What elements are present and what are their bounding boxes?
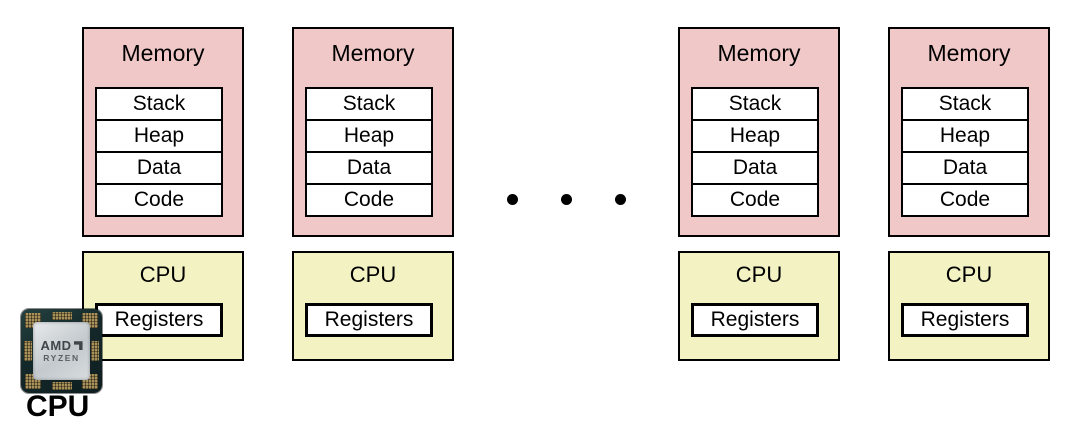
ellipsis-dot: [560, 194, 572, 205]
ellipsis-dot: [614, 194, 626, 205]
memory-block: Memory Stack Heap Data Code: [678, 27, 840, 237]
amd-brand-text: AMD: [40, 338, 72, 354]
chip-contact-pad: [51, 312, 72, 320]
chip-contact-pad: [91, 341, 99, 361]
memory-segment-data: Data: [95, 151, 223, 185]
cpu-title: CPU: [349, 262, 397, 287]
memory-segment-stack: Stack: [305, 87, 433, 121]
memory-segment-code: Code: [901, 183, 1029, 217]
ryzen-label: RYZEN: [43, 353, 80, 364]
memory-segment-heap: Heap: [95, 119, 223, 153]
machine-4: Memory Stack Heap Data Code CPU Register…: [888, 27, 1050, 361]
memory-segments: Stack Heap Data Code: [95, 87, 223, 217]
memory-title: Memory: [331, 40, 415, 66]
cpu-title: CPU: [139, 262, 187, 287]
amd-arrow-icon: [73, 341, 83, 351]
memory-block: Memory Stack Heap Data Code: [292, 27, 454, 237]
cpu-block: CPU Registers: [888, 251, 1050, 361]
ellipsis-dots: [454, 194, 678, 205]
registers-box: Registers: [691, 303, 819, 337]
memory-segment-stack: Stack: [691, 87, 819, 121]
memory-block: Memory Stack Heap Data Code: [82, 27, 244, 237]
registers-box: Registers: [305, 303, 433, 337]
ellipsis-dot: [506, 194, 518, 205]
registers-box: Registers: [95, 303, 223, 337]
memory-segment-heap: Heap: [305, 119, 433, 153]
machine-2: Memory Stack Heap Data Code CPU Register…: [292, 27, 454, 361]
memory-segment-code: Code: [691, 183, 819, 217]
memory-segment-stack: Stack: [901, 87, 1029, 121]
memory-segment-data: Data: [305, 151, 433, 185]
memory-segments: Stack Heap Data Code: [305, 87, 433, 217]
cpu-block: CPU Registers: [82, 251, 244, 361]
memory-segment-heap: Heap: [691, 119, 819, 153]
memory-segment-stack: Stack: [95, 87, 223, 121]
amd-ryzen-chip: AMD RYZEN: [21, 309, 102, 393]
memory-segment-data: Data: [691, 151, 819, 185]
cpu-block: CPU Registers: [292, 251, 454, 361]
registers-box: Registers: [901, 303, 1029, 337]
memory-segments: Stack Heap Data Code: [901, 87, 1029, 217]
memory-segment-heap: Heap: [901, 119, 1029, 153]
cpu-title: CPU: [735, 262, 783, 287]
amd-logo: AMD: [40, 338, 83, 354]
memory-title: Memory: [927, 40, 1011, 66]
chip-contact-pad: [51, 382, 72, 390]
memory-segment-data: Data: [901, 151, 1029, 185]
machine-3: Memory Stack Heap Data Code CPU Register…: [678, 27, 840, 361]
memory-segments: Stack Heap Data Code: [691, 87, 819, 217]
chip-heat-spreader: AMD RYZEN: [33, 322, 90, 380]
memory-block: Memory Stack Heap Data Code: [888, 27, 1050, 237]
cpu-title: CPU: [945, 262, 993, 287]
memory-segment-code: Code: [305, 183, 433, 217]
machine-1: Memory Stack Heap Data Code CPU Register…: [82, 27, 244, 361]
cpu-caption: CPU: [26, 390, 90, 423]
cpu-block: CPU Registers: [678, 251, 840, 361]
memory-segment-code: Code: [95, 183, 223, 217]
memory-title: Memory: [717, 40, 801, 66]
memory-title: Memory: [121, 40, 205, 66]
chip-contact-pad: [24, 341, 32, 361]
